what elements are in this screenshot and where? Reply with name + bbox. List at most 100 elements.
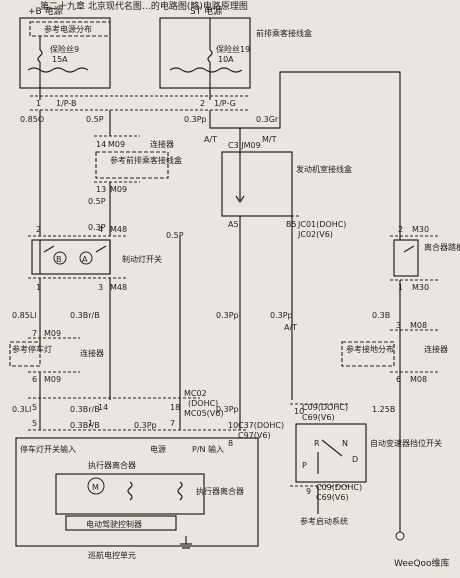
pins-p14a: 14 xyxy=(96,140,106,149)
switches-r: R xyxy=(314,439,320,448)
ref-stoplamp-box xyxy=(9,341,41,367)
wires-mt: M/T xyxy=(262,135,277,144)
cruise-unit-box xyxy=(15,437,259,547)
switches-b: B xyxy=(56,255,62,264)
cruise-unit-label: 巡航电控单元 xyxy=(88,550,136,560)
module-motor: M xyxy=(92,483,99,492)
ref-stoplamp-label: 参考停车灯 xyxy=(12,344,52,354)
pins-p7a: 7 xyxy=(32,329,37,338)
pins-p1c: 1 xyxy=(88,419,93,428)
diagram-line xyxy=(169,67,243,73)
pins-p5a: 5 xyxy=(32,403,37,412)
wires-w03b-a: 0.3B xyxy=(372,311,390,320)
brake-switch-label: 制动灯开关 xyxy=(122,254,162,264)
pins-p4: 4 xyxy=(98,225,103,234)
diagram-line xyxy=(317,439,343,474)
fuse19-box xyxy=(159,17,251,89)
pin-1pg: 1/P-G xyxy=(214,99,236,108)
clutch-switch-box xyxy=(393,239,419,277)
pins-p2a: 2 xyxy=(200,99,205,108)
stoplamp-input-label: 停车灯开关输入 xyxy=(20,444,76,454)
connectors-b5: B5 xyxy=(286,220,297,229)
connectors-m09c: M09 xyxy=(44,329,61,338)
pins-p13: 13 xyxy=(96,185,106,194)
switches-p: P xyxy=(302,461,307,470)
connectors-c37: C37(DOHC) xyxy=(238,421,284,430)
pins-p3a: 3 xyxy=(98,283,103,292)
fuse9-rating: 15A xyxy=(52,55,68,64)
connector-label-2: 连接器 xyxy=(80,348,104,358)
motor-ctrl-label: 电动驾驶控制器 xyxy=(86,519,142,529)
pins-p6b: 6 xyxy=(396,375,401,384)
wires-w03pp-a: 0.3Pp xyxy=(184,115,207,124)
ref-distribution-label: 参考电源分布 xyxy=(44,24,92,34)
ref-ground-box xyxy=(341,341,395,367)
diagram-line xyxy=(27,67,89,73)
fuse9-wire xyxy=(37,36,43,100)
wires-w03p-a: 0.3P xyxy=(88,223,106,232)
connectors-dohc: (DOHC) xyxy=(188,399,218,408)
pins-p9: 9 xyxy=(306,487,311,496)
connectors-mc02: MC02 xyxy=(184,389,207,398)
transmission-switch-box xyxy=(295,423,367,483)
wires-w03pp-c: 0.3Pp xyxy=(270,311,293,320)
diagram-line xyxy=(55,473,205,515)
diagram-line xyxy=(209,110,240,129)
pins-p10: 10 xyxy=(228,421,238,430)
wires-at2: A/T xyxy=(284,323,297,332)
fuse9-label: 保险丝9 xyxy=(50,44,79,54)
wires-w125b: 1.25B xyxy=(372,405,395,414)
diagram-line xyxy=(180,536,192,549)
ref-front-junction-label: 参考前排乘客接线盒 xyxy=(110,155,182,165)
transmission-switch-label: 自动变速器挡位开关 xyxy=(370,438,442,448)
wires-w05p-c: 0.5P xyxy=(166,231,184,240)
diagram-line xyxy=(177,481,183,501)
connector-label-1: 连接器 xyxy=(150,139,174,149)
header-text: 第二十九章 北京现代名图…的电路图(略)电路原理图 xyxy=(40,0,248,12)
switches-n: N xyxy=(342,439,348,448)
connectors-mc05: MC05(V6) xyxy=(184,409,223,418)
motor-icon xyxy=(87,477,105,495)
wire-085o: 0.85O xyxy=(20,115,44,124)
diagram-line xyxy=(39,240,111,274)
switch-a-marker xyxy=(79,251,93,265)
connectors-jc02: JC02(V6) xyxy=(297,230,333,239)
pins-p18: 18 xyxy=(170,403,180,412)
connectors-c97: C97(V6) xyxy=(238,431,271,440)
front-junction-label: 前排乘客接线盒 xyxy=(256,28,312,38)
connectors-c69b: C69(V6) xyxy=(316,493,349,502)
pn-input-label: P/N 输入 xyxy=(192,444,224,454)
fuse9-box xyxy=(19,17,111,89)
pins-p1b: 1 xyxy=(36,283,41,292)
wires-w03ll: 0.3Ll xyxy=(12,405,31,414)
ref-ground-label: 参考接地分布 xyxy=(346,344,394,354)
wires-w085l: 0.85Ll xyxy=(12,311,37,320)
connectors-jc01: JC01(DOHC) xyxy=(297,220,346,229)
connectors-m09: M09 xyxy=(44,375,61,384)
wires-w05p-a: 0.5P xyxy=(86,115,104,124)
ground-icon xyxy=(395,531,405,541)
st-label: ST 电源 xyxy=(190,5,222,17)
ref-distribution-box xyxy=(29,21,111,37)
connectors-m08: M08 xyxy=(410,321,427,330)
wires-w03pp-d: 0.3Pp xyxy=(216,405,239,414)
connectors-m30: M30 xyxy=(412,225,429,234)
fuse19-rating: 10A xyxy=(218,55,234,64)
connectors-m09b: M09 xyxy=(110,185,127,194)
pins-p1a: 1 xyxy=(36,99,41,108)
connectors-m48: M48 xyxy=(110,225,127,234)
connectors-m08: M08 xyxy=(410,375,427,384)
diagram-line xyxy=(207,18,213,100)
switches-a: A xyxy=(82,255,88,264)
pin-1pb: 1/P-B xyxy=(56,99,77,108)
connectors-m30: M30 xyxy=(412,283,429,292)
diagram-line xyxy=(65,515,177,531)
connector-label-3: 连接器 xyxy=(424,344,448,354)
pins-p2c: 2 xyxy=(398,225,403,234)
fuse19-label: 保险丝19 xyxy=(216,44,250,54)
connectors-c69a: C69(V6) xyxy=(302,413,335,422)
switch-b-marker xyxy=(53,251,67,265)
engine-junction-box xyxy=(221,151,293,217)
